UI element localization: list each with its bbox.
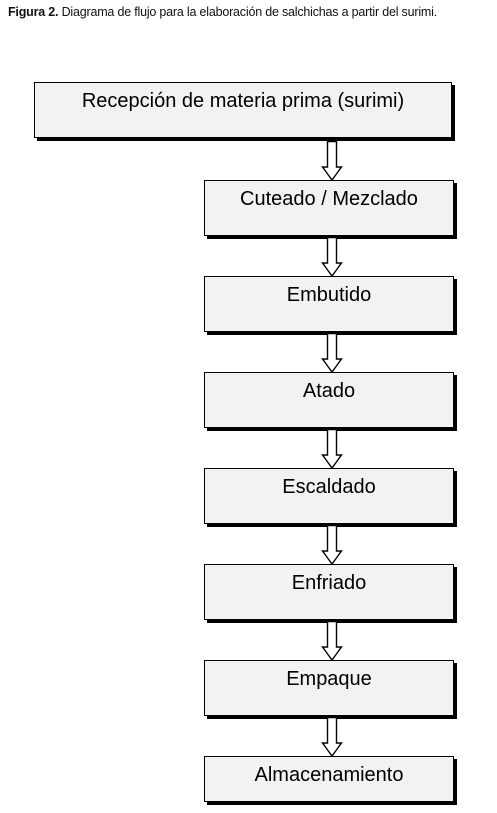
arrow-down-1 (321, 141, 343, 181)
step-tying: Atado (204, 372, 454, 428)
arrow-down-2 (321, 237, 343, 277)
step-reception: Recepción de materia prima (surimi) (34, 82, 452, 138)
arrow-down-7 (321, 717, 343, 757)
step-scalding: Escaldado (204, 468, 454, 524)
step-cutting-mixing: Cuteado / Mezclado (204, 180, 454, 236)
arrow-down-5 (321, 525, 343, 565)
figure-caption: Figura 2. Diagrama de flujo para la elab… (8, 4, 493, 20)
step-cooling: Enfriado (204, 564, 454, 620)
caption-label: Figura 2. (8, 5, 59, 19)
caption-text: Diagrama de flujo para la elaboración de… (61, 5, 438, 19)
step-storage: Almacenamiento (204, 756, 454, 802)
arrow-down-3 (321, 333, 343, 373)
step-packaging: Empaque (204, 660, 454, 716)
arrow-down-4 (321, 429, 343, 469)
arrow-down-6 (321, 621, 343, 661)
step-stuffing: Embutido (204, 276, 454, 332)
